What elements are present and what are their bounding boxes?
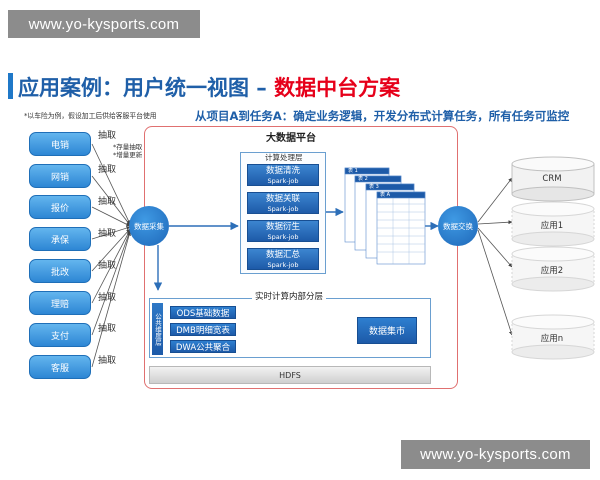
realtime-layer-title: 实时计算内部分层 — [252, 290, 327, 302]
sheet-tab: 表 3 — [369, 184, 379, 190]
extract-note: *增量更新 — [113, 151, 143, 159]
calc-layer-title: 计算处理层 — [265, 153, 303, 162]
data-collect-node: 数据采集 — [129, 206, 169, 246]
source-node: 支付 — [29, 323, 91, 347]
source-node: 电销 — [29, 132, 91, 156]
target-label: CRM — [542, 174, 562, 184]
process-label: 加工 — [284, 325, 303, 335]
title-accent-bar — [8, 73, 13, 99]
page-subtitle: 从项目A到任务A：确定业务逻辑，开发分布式计算任务，所有任务可监控 — [195, 109, 570, 123]
calc-step: 数据关联 Spark-job — [247, 192, 319, 214]
calc-step: 数据衍生 Spark-job — [247, 220, 319, 242]
sheet-stack — [344, 167, 426, 265]
sheet-tab: 表 1 — [348, 168, 358, 174]
calc-step-name: 数据清洗 — [265, 166, 300, 176]
data-exchange-node: 数据交换 — [438, 206, 478, 246]
calc-step: 数据清洗 Spark-job — [247, 164, 319, 186]
calc-step-job: Spark-job — [267, 177, 299, 185]
target-label: 应用2 — [540, 266, 564, 276]
extract-label: 抽取 — [98, 324, 117, 334]
title-highlight: 数据中台方案 — [274, 76, 401, 100]
target-label: 应用1 — [540, 221, 564, 231]
calc-step-name: 数据汇总 — [265, 250, 300, 260]
layer-box: ODS基础数据 — [170, 306, 236, 319]
data-mart-box: 数据集市 — [357, 317, 417, 344]
target-label: 应用n — [540, 334, 564, 344]
watermark-top: www.yo-kysports.com — [8, 10, 200, 38]
source-node: 承保 — [29, 227, 91, 251]
calc-step-job: Spark-job — [267, 233, 299, 241]
calc-step-name: 数据衍生 — [265, 222, 300, 232]
process-sublabel: 分布式批处理任务 — [271, 337, 316, 343]
extract-label: 抽取 — [98, 131, 117, 141]
source-arrows — [91, 143, 131, 368]
extract-label: 抽取 — [98, 197, 117, 207]
layer-box: DWA公共聚合 — [170, 340, 236, 353]
source-node: 网销 — [29, 164, 91, 188]
extract-notes: *存量抽取 *增量更新 — [113, 143, 142, 159]
footnote: *以车险为例，假设加工后供给客服平台使用 — [24, 112, 157, 120]
extract-label: 抽取 — [98, 293, 117, 303]
big-data-platform-frame — [144, 126, 458, 389]
hdfs-bar: HDFS — [149, 366, 431, 384]
platform-title: 大数据平台 — [266, 133, 316, 144]
extract-label: 抽取 — [98, 261, 117, 271]
extract-label: 抽取 — [98, 165, 117, 175]
source-node: 报价 — [29, 195, 91, 219]
calc-step-job: Spark-job — [267, 205, 299, 213]
watermark-bottom: www.yo-kysports.com — [401, 440, 590, 469]
sheet-tab: 表 2 — [358, 176, 368, 182]
extract-note: *存量抽取 — [113, 143, 143, 151]
extract-label: 抽取 — [98, 356, 117, 366]
calc-step-job: Spark-job — [267, 261, 299, 269]
source-node: 客服 — [29, 355, 91, 379]
calc-step: 数据汇总 Spark-job — [247, 248, 319, 270]
source-node: 批改 — [29, 259, 91, 283]
calc-step-name: 数据关联 — [265, 194, 300, 204]
source-node: 理赔 — [29, 291, 91, 315]
common-dimension-label: 公共维度层 — [152, 303, 163, 355]
title-main: 应用案例：用户统一视图 – — [18, 76, 275, 100]
extract-label: 抽取 — [98, 229, 117, 239]
layer-box: DMB明细宽表 — [170, 323, 236, 336]
target-cylinders — [511, 156, 595, 360]
sheet-tab: 表 A — [380, 192, 391, 198]
page-title: 应用案例：用户统一视图 – 数据中台方案 — [18, 72, 400, 102]
